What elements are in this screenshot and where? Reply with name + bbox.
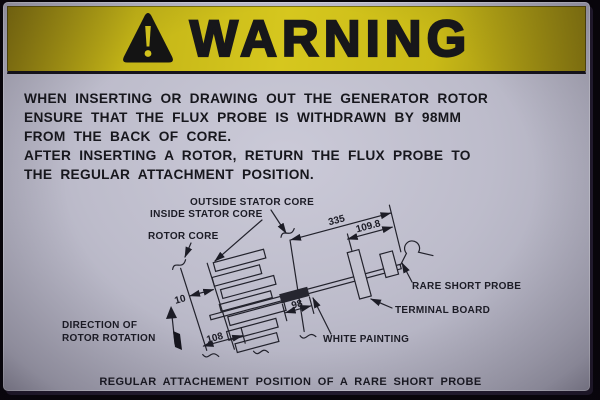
warning-plate: WARNING WHEN INSERTING OR DRAWING OUT TH… <box>3 2 590 391</box>
warning-title: WARNING <box>189 9 472 67</box>
notice-text-block: WHEN INSERTING OR DRAWING OUT THE GENERA… <box>24 89 579 184</box>
notice-line: THE REGULAR ATTACHMENT POSITION. <box>24 166 314 182</box>
warning-triangle-icon <box>122 13 173 63</box>
notice-line: WHEN INSERTING OR DRAWING OUT THE GENERA… <box>24 90 489 106</box>
diagram-caption: REGULAR ATTACHEMENT POSITION OF A RARE S… <box>99 376 482 388</box>
warning-header-band: WARNING <box>7 6 586 74</box>
notice-line: FROM THE BACK OF CORE. <box>24 128 232 144</box>
notice-line: ENSURE THAT THE FLUX PROBE IS WITHDRAWN … <box>24 109 462 125</box>
notice-line: AFTER INSERTING A ROTOR, RETURN THE FLUX… <box>24 147 471 163</box>
